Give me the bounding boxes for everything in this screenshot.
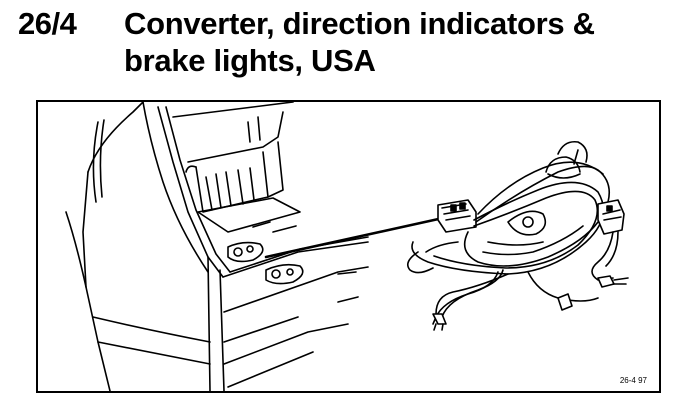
leader-line — [264, 216, 445, 259]
figure-frame: 26-4 97 — [36, 100, 661, 393]
wiring-harness-drawing — [407, 140, 629, 331]
figure-code: 26-4 97 — [619, 376, 647, 385]
section-number: 26/4 — [18, 6, 77, 41]
page-title-line-1: Converter, direction indicators & — [124, 6, 595, 41]
technical-illustration — [65, 102, 629, 391]
vehicle-rear-drawing — [65, 102, 369, 391]
page-heading: 26/4 Converter, direction indicators & b… — [0, 0, 688, 90]
page-title-line-2: brake lights, USA — [124, 43, 376, 78]
